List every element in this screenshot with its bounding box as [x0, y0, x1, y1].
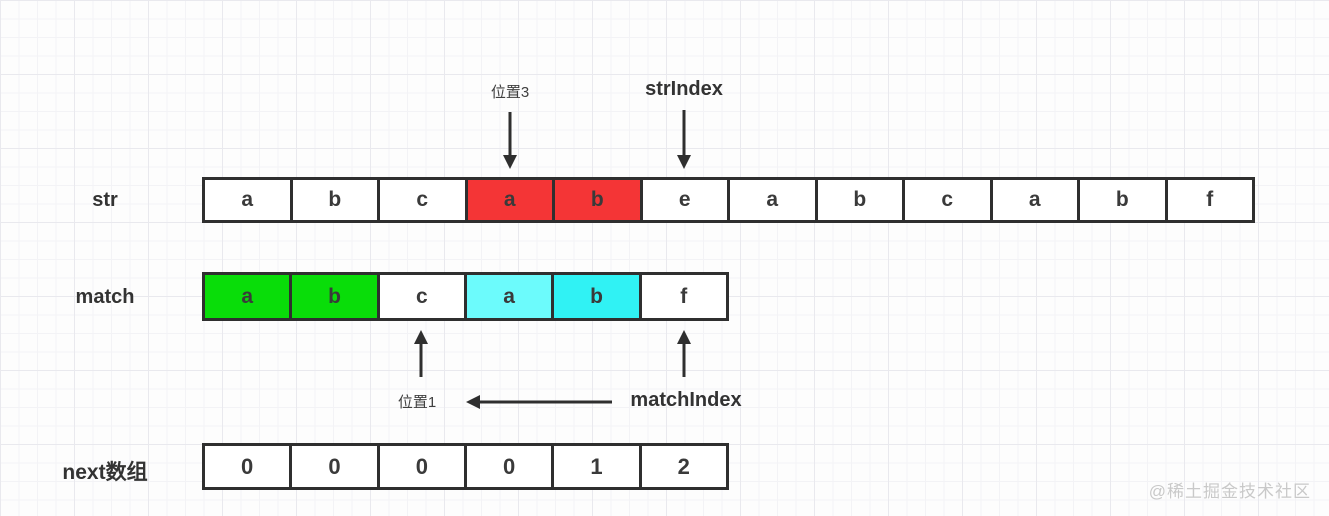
pos3-label: 位置3 — [490, 84, 530, 101]
array-cell: a — [205, 275, 290, 318]
array-cell: 0 — [463, 446, 552, 487]
array-cell: c — [902, 180, 990, 220]
match-row-label: match — [75, 286, 135, 308]
array-cell: f — [638, 275, 726, 318]
array-cell: a — [989, 180, 1077, 220]
array-cell: 1 — [551, 446, 639, 487]
array-cell: 2 — [638, 446, 726, 487]
array-cell: b — [814, 180, 902, 220]
array-cell: 0 — [205, 446, 290, 487]
array-cell: b — [289, 180, 377, 220]
array-cell: 0 — [289, 446, 377, 487]
array-cell: 0 — [376, 446, 464, 487]
array-cell: b — [289, 275, 377, 318]
array-cell: a — [464, 180, 552, 220]
array-cell: a — [727, 180, 815, 220]
array-cell: c — [376, 275, 464, 318]
array-cell: f — [1164, 180, 1252, 220]
next-row-label: next数组 — [62, 461, 148, 484]
strindex-label: strIndex — [645, 78, 723, 100]
matchindex-label: matchIndex — [630, 389, 742, 411]
array-cell: b — [552, 180, 640, 220]
array-cell: c — [377, 180, 465, 220]
array-cell: b — [551, 275, 639, 318]
array-cell: e — [639, 180, 727, 220]
array-cell: a — [205, 180, 290, 220]
juejin-watermark: @稀土掘金技术社区 — [1148, 482, 1311, 501]
str-row-label: str — [92, 189, 118, 211]
array-cell: a — [463, 275, 552, 318]
pos1-label: 位置1 — [397, 394, 437, 411]
array-cell: b — [1077, 180, 1165, 220]
